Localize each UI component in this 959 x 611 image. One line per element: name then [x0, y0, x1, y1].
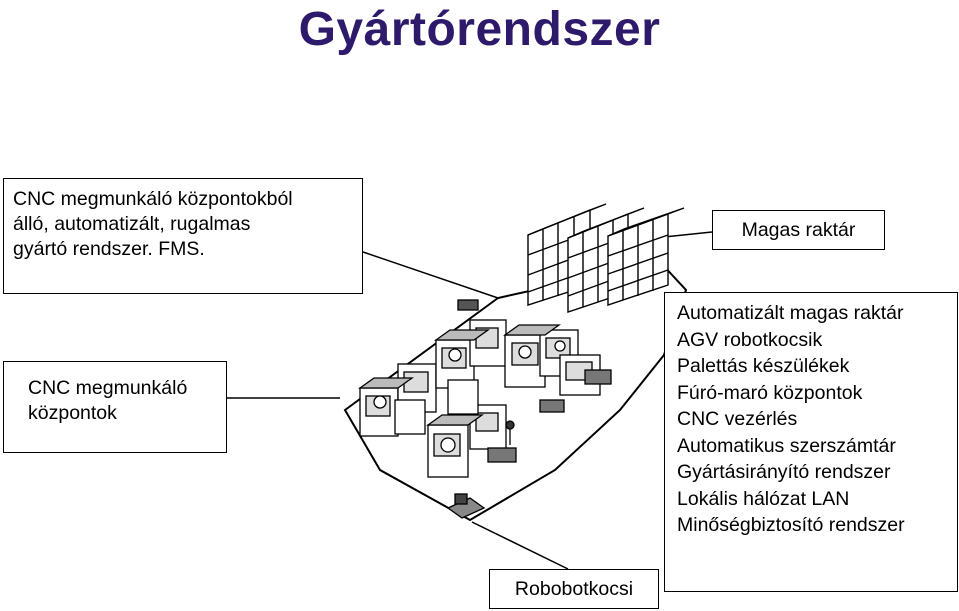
- intro-callout: CNC megmunkáló központokból álló, automa…: [3, 178, 363, 294]
- intro-line: gyártó rendszer. FMS.: [13, 238, 205, 260]
- component-item: Minőségbiztosító rendszer: [677, 514, 905, 536]
- component-item: Lokális hálózat LAN: [677, 487, 850, 510]
- cnc-label-line: központok: [28, 402, 117, 424]
- component-item: Automatikus szerszámtár: [677, 434, 896, 457]
- intro-line: CNC megmunkáló központokból: [13, 188, 293, 210]
- high-bay-racks: [527, 203, 685, 313]
- page-title: Gyártórendszer: [298, 3, 661, 56]
- leader-intro: [362, 251, 499, 299]
- component-item: CNC vezérlés: [677, 408, 798, 430]
- leader-robot: [471, 521, 569, 570]
- cnc-centers-callout: CNC megmunkáló központok: [3, 361, 227, 453]
- intro-line: álló, automatizált, rugalmas: [13, 213, 251, 235]
- robot-cart-callout: Robobotkocsi: [489, 569, 659, 609]
- component-item: Automatizált magas raktár: [677, 302, 904, 324]
- agv-cart-illustration: [446, 493, 486, 519]
- cnc-machines: [357, 299, 612, 478]
- component-list: Automatizált magas raktár AGV robotkocsi…: [664, 292, 958, 592]
- component-item: Fúró-maró központok: [677, 381, 863, 404]
- component-item: AGV robotkocsik: [677, 328, 823, 351]
- cnc-label-line: CNC megmunkáló: [28, 377, 188, 399]
- component-item: Gyártásirányító rendszer: [677, 461, 891, 483]
- high-bay-callout: Magas raktár: [712, 210, 885, 250]
- component-item: Palettás készülékek: [677, 355, 850, 377]
